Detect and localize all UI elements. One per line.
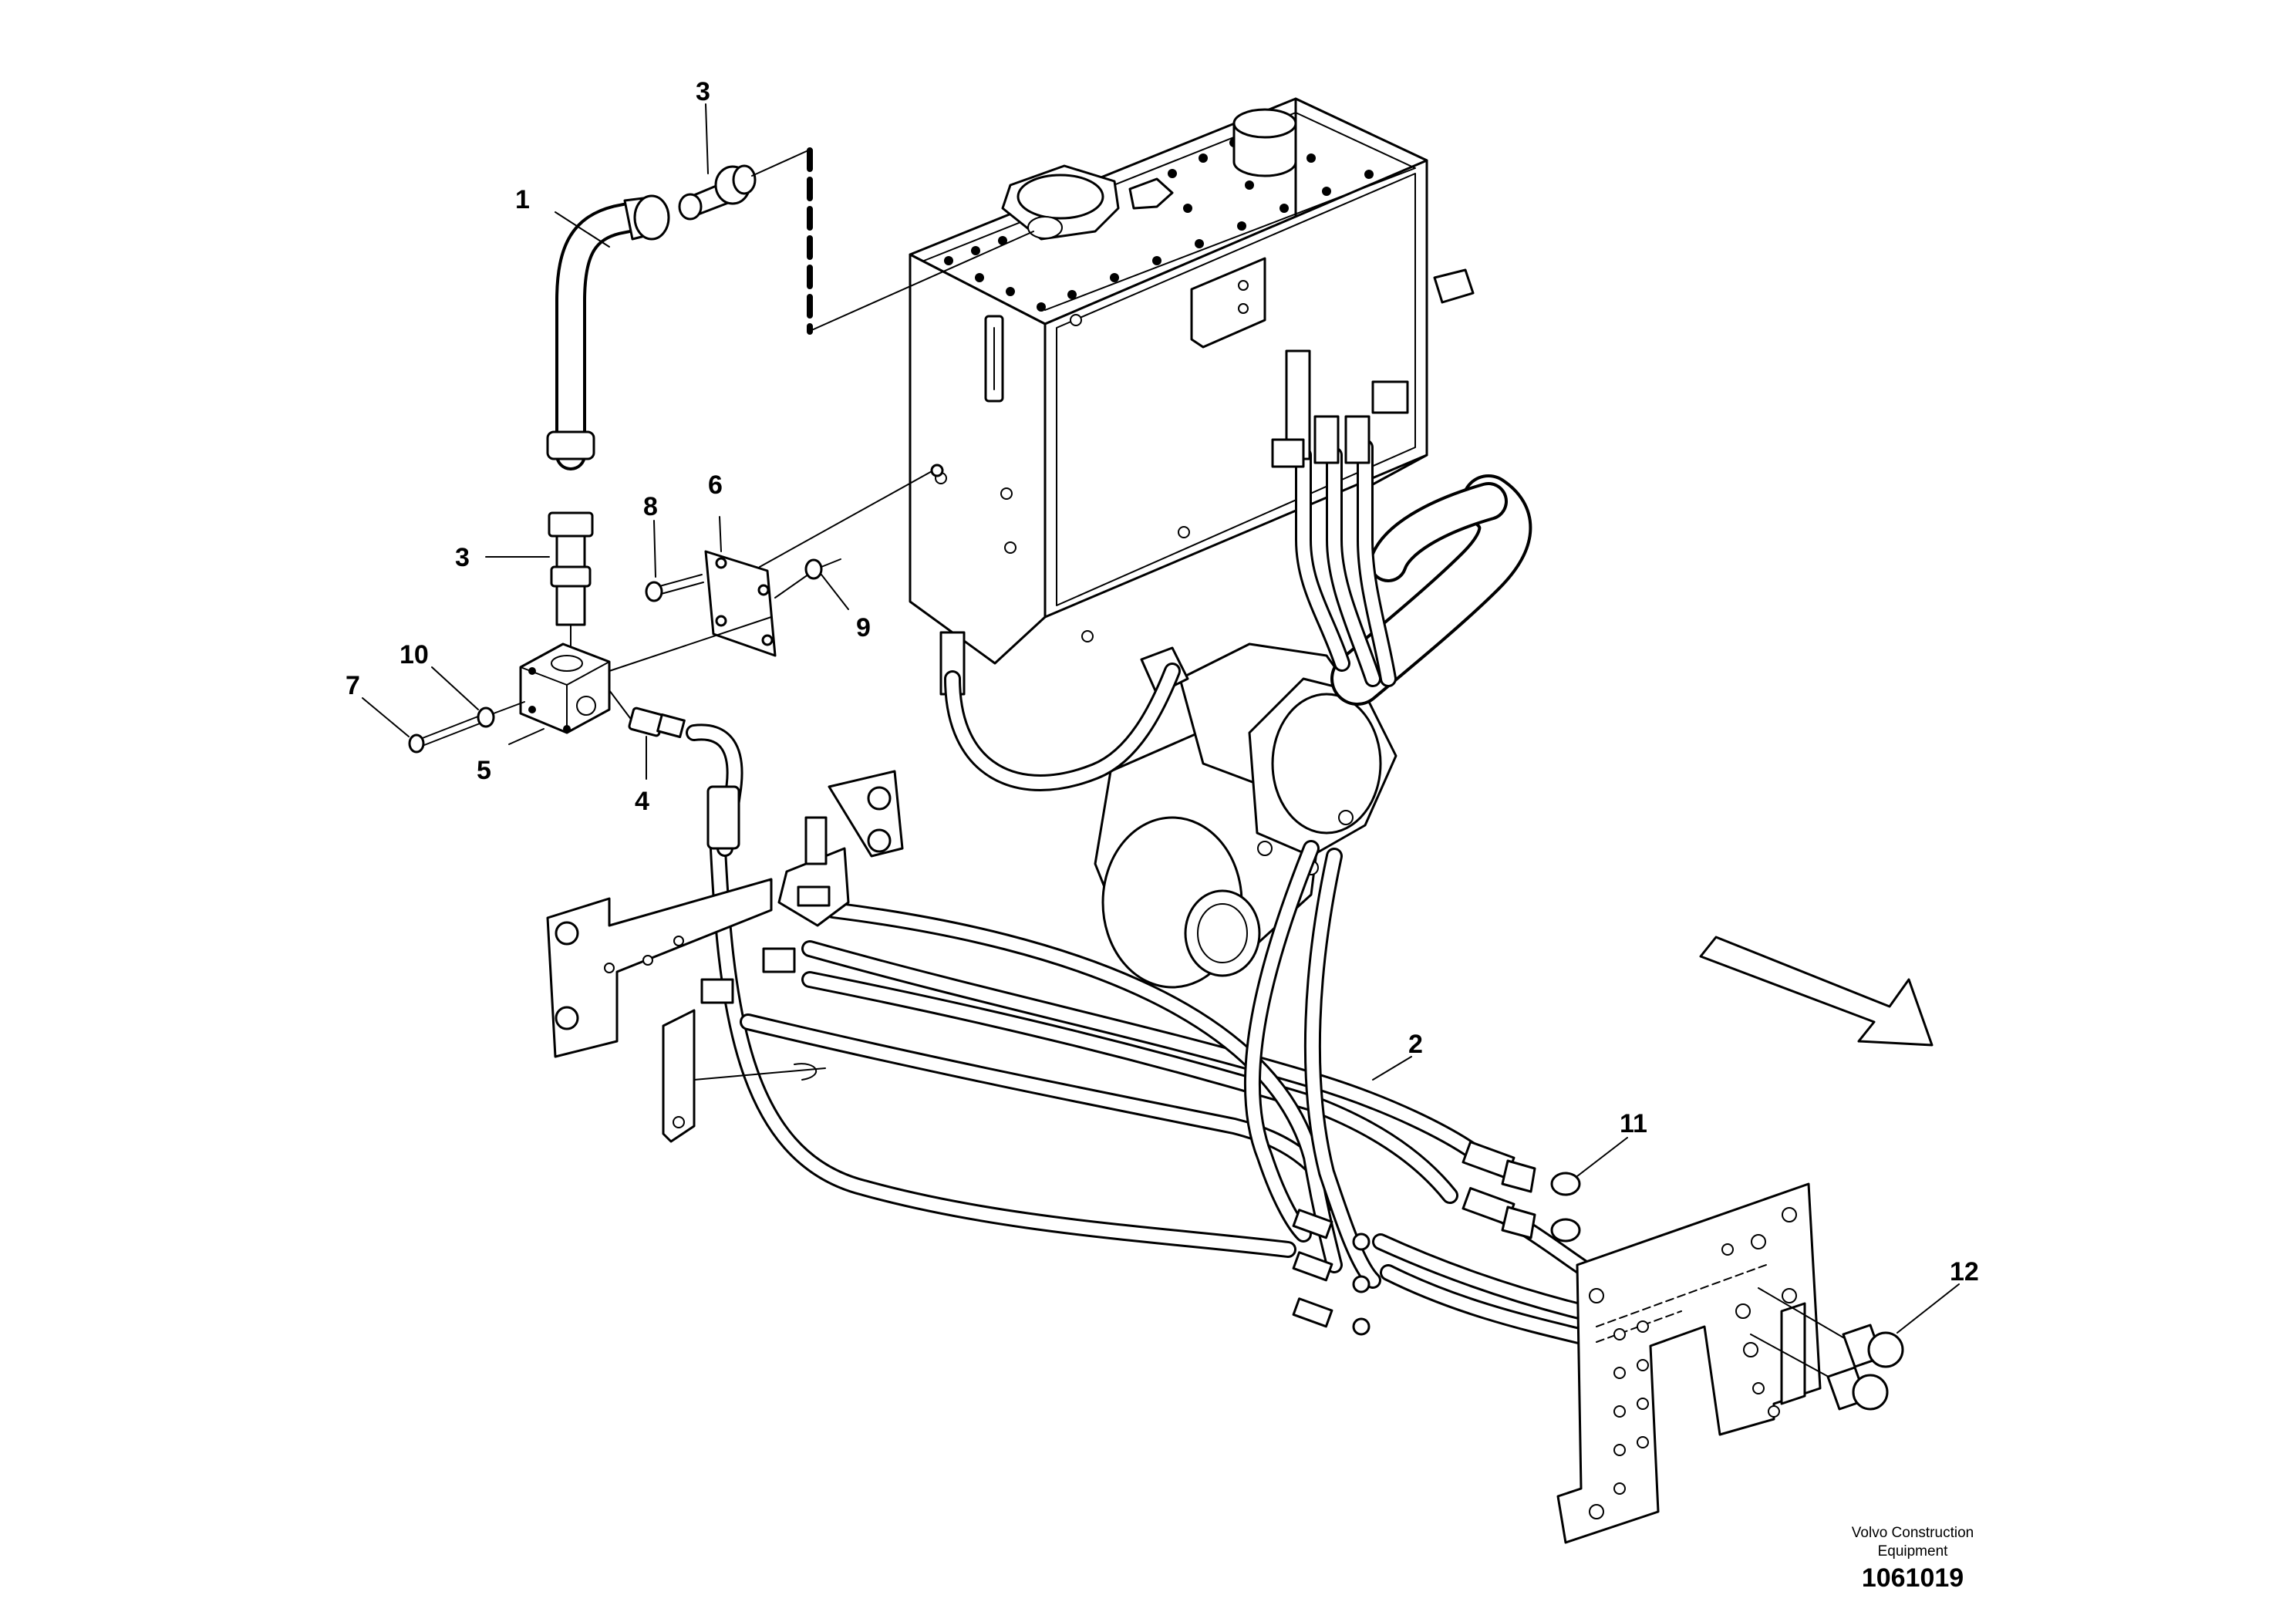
suction-hose [1330,474,1532,706]
drawing-number: 1061019 [1861,1563,1964,1593]
callout-2: 2 [1408,1030,1423,1059]
relief-valve [700,770,904,1004]
callout-1: 1 [515,185,530,214]
callout-12: 12 [1950,1257,1979,1286]
callout-10: 10 [400,640,429,669]
callout-5: 5 [477,756,491,785]
callout-6: 6 [708,470,723,500]
fitting-4 [609,690,743,857]
brand-name-line1: Volvo Construction [1851,1525,1974,1541]
callout-9: 9 [856,613,871,642]
manifold-block [519,642,611,734]
pipe-assembly [546,147,1034,672]
plate-6 [609,464,944,672]
hose-bundle [709,824,1620,1351]
vertical-hoses [1271,349,1397,687]
hydraulic-tank [909,97,1475,696]
callout-8: 8 [643,492,658,521]
callout-11: 11 [1620,1109,1647,1138]
callout-3-top: 3 [696,77,710,106]
hydraulic-pump [1094,642,1397,989]
callout-3-mid: 3 [455,543,470,572]
sight-glass [984,315,1004,403]
plate-bolts [1750,1287,1904,1411]
callout-7: 7 [346,671,360,700]
callout-numbers: 1 3 3 8 6 9 10 7 5 4 2 11 12 [346,77,1979,1286]
breather-cap [1232,108,1297,177]
right-mounting-plate [1556,1182,1822,1544]
filler-cover [1001,164,1174,241]
callout-4: 4 [635,787,649,816]
direction-arrow [1699,936,1934,1047]
callout-leaders [362,103,1960,1334]
bolt-7 [408,701,525,754]
brand-name-line2: Equipment [1877,1543,1948,1560]
left-bracket [546,878,826,1143]
